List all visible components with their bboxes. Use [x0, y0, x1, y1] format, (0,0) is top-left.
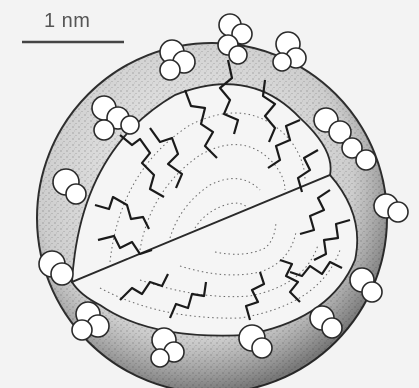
head-group	[273, 32, 306, 71]
scale-bar-label: 1 nm	[44, 10, 90, 33]
